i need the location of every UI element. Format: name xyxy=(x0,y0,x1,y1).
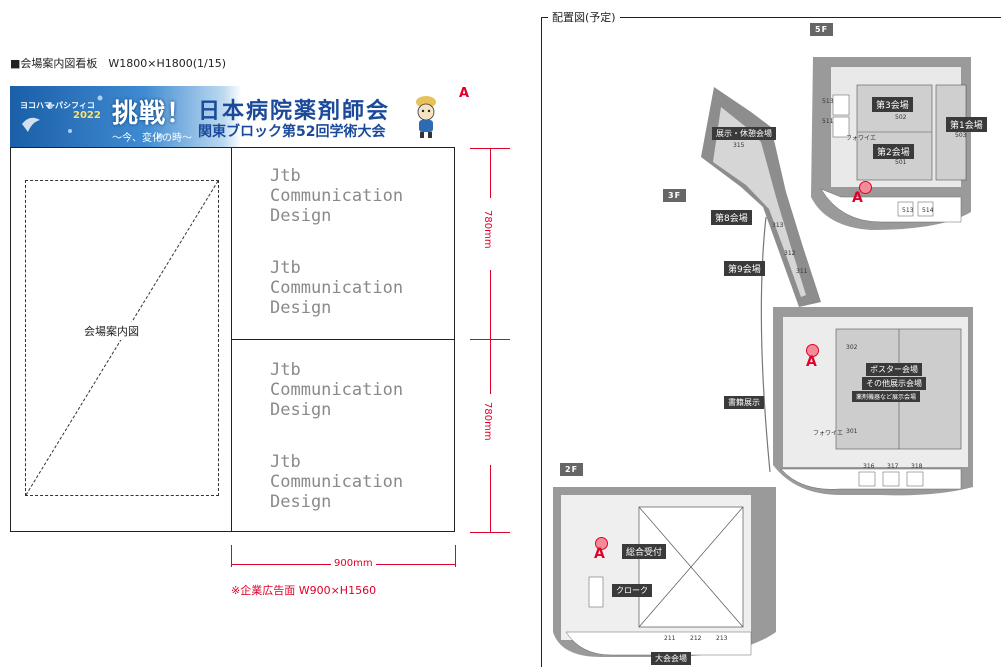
floor-2f-outline xyxy=(553,487,776,657)
room-number: 501 xyxy=(895,159,907,166)
marker-a-2f: A xyxy=(594,546,605,562)
room-label-hall-3: 第3会場 xyxy=(872,97,913,112)
room-number: 302 xyxy=(846,344,858,351)
room-number: 212 xyxy=(690,635,702,642)
floor-tag-5f: 5F xyxy=(810,23,834,36)
venue-map-label: 会場案内図 xyxy=(82,322,141,340)
dimension-line xyxy=(490,270,491,339)
floor-tag-3f: 3F xyxy=(663,189,687,202)
dimension-tick xyxy=(231,545,232,567)
floor-tag-2f: 2F xyxy=(560,463,584,476)
room-number: 317 xyxy=(887,463,899,470)
room-number: 511 xyxy=(822,118,834,125)
panel-divider-horizontal xyxy=(231,339,455,340)
marker-dot-5f xyxy=(859,181,872,194)
room-label-convention-hall: 大会会場 xyxy=(651,652,691,665)
room-label-device-exhibits: 薬剤機器など展示会場 xyxy=(852,391,921,402)
dimension-line xyxy=(490,339,491,394)
room-label-book-exhibit: 書籍展示 xyxy=(724,396,764,409)
banner-catchphrase: ～今、変化の時～ xyxy=(112,133,192,144)
dimension-label-height: 780mm xyxy=(482,402,493,441)
dimension-tick xyxy=(470,532,510,533)
banner-title-line2: 関東ブロック第52回学術大会 xyxy=(198,124,386,140)
floor-plan-drawing xyxy=(553,57,973,657)
banner-splash-graphic xyxy=(22,95,163,139)
layout-plan-title: 配置図(予定) xyxy=(548,9,620,25)
room-number: 503 xyxy=(955,132,967,139)
panel-divider-vertical xyxy=(231,148,232,532)
layout-plan-frame xyxy=(541,17,1001,667)
marker-a-5f: A xyxy=(852,190,863,206)
ad-area-note: ※企業広告面 W900×H1560 xyxy=(231,584,377,597)
dimension-line xyxy=(490,148,491,198)
room-number: 514 xyxy=(922,207,934,214)
room-number: 311 xyxy=(796,268,808,275)
room-label-poster-hall: ポスター会場 xyxy=(866,363,922,376)
marker-a-3f: A xyxy=(806,354,817,370)
room-label-hall-9: 第9会場 xyxy=(724,261,765,276)
room-number: 502 xyxy=(895,114,907,121)
room-label-hall-8: 第8会場 xyxy=(711,210,752,225)
room-number: 301 xyxy=(846,428,858,435)
banner-challenge-text: 挑戦！ xyxy=(112,99,194,129)
marker-dot-2f xyxy=(595,537,608,550)
room-label-main-reception: 総合受付 xyxy=(622,544,667,559)
room-number: 513 xyxy=(822,98,834,105)
dimension-tick xyxy=(455,545,456,567)
foyer-label: フォワイエ xyxy=(813,430,843,437)
dimension-label-height: 780mm xyxy=(482,210,493,249)
room-label-hall-2: 第2会場 xyxy=(873,144,914,159)
marker-a-signboard: A xyxy=(459,86,470,101)
dimension-label-width: 900mm xyxy=(331,558,376,569)
room-number: 513 xyxy=(902,207,914,214)
floor-3f-wing xyxy=(701,87,821,307)
room-label-exhibition-rest: 展示・休憩会場 xyxy=(712,127,776,140)
room-number: 213 xyxy=(716,635,728,642)
room-label-other-exhibits: その他展示会場 xyxy=(862,377,926,390)
room-number: 316 xyxy=(863,463,875,470)
signboard-title: ■会場案内図看板 W1800×H1800(1/15) xyxy=(10,57,227,70)
room-label-hall-1: 第1会場 xyxy=(946,117,987,132)
marker-dot-3f xyxy=(806,344,819,357)
foyer-label: フォワイエ xyxy=(846,135,876,142)
banner-brand-year: 2022 xyxy=(73,110,101,121)
room-number: 315 xyxy=(733,142,745,149)
banner-title-line1: 日本病院薬剤師会 xyxy=(198,99,391,124)
event-banner xyxy=(10,86,455,148)
room-number: 318 xyxy=(911,463,923,470)
banner-brand: ヨコハマ·パシフィコ xyxy=(20,101,95,110)
floor-5f-outline xyxy=(811,57,971,230)
room-number: 313 xyxy=(772,222,784,229)
mascot-icon xyxy=(416,96,436,138)
dimension-line xyxy=(490,465,491,532)
room-number: 312 xyxy=(784,250,796,257)
room-number: 211 xyxy=(664,635,676,642)
venue-map-placeholder xyxy=(25,180,219,496)
room-label-cloakroom: クローク xyxy=(612,584,652,597)
